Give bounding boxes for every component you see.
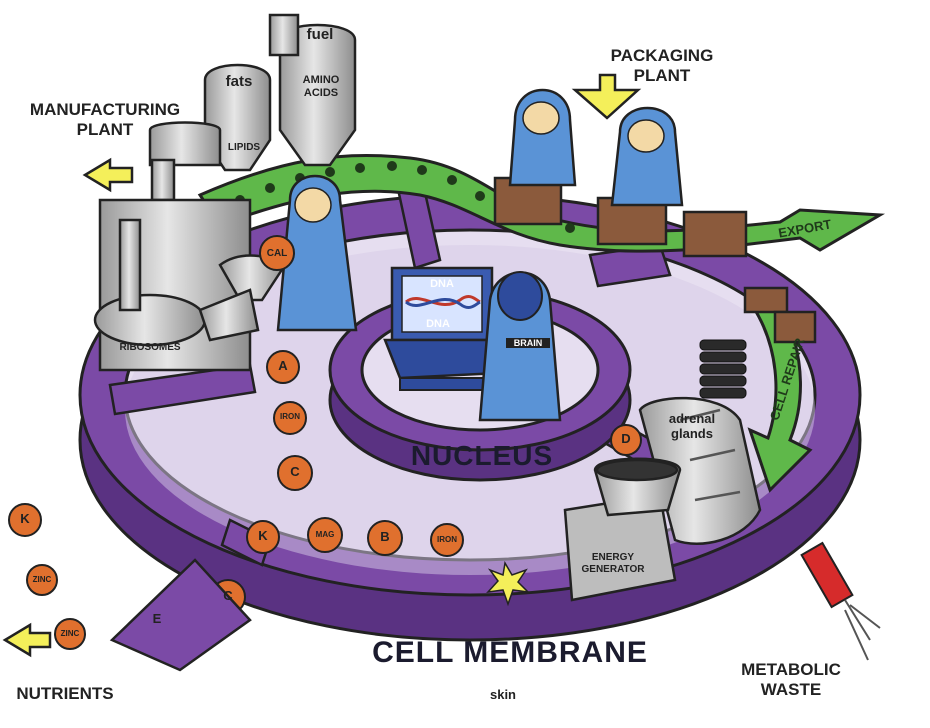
nutrient-ball-label: K (20, 511, 30, 526)
label-fuel: fuel (306, 26, 334, 43)
nutrient-ball-label: E (152, 611, 162, 626)
label-dna-bottom: DNA (426, 318, 450, 330)
label-adrenal-glands: adrenal glands (668, 411, 716, 441)
dna-computer (383, 266, 523, 391)
label-brain: BRAIN (506, 338, 550, 349)
label-ribosomes: RIBOSOMES (119, 342, 181, 353)
nutrient-balls (8, 235, 642, 650)
nutrient-ball-label: IRON (280, 412, 300, 421)
nutrient-ball-label: IRON (437, 535, 457, 544)
worker-faces (294, 101, 665, 223)
label-dna-top: DNA (430, 278, 454, 290)
label-amino-acids: AMINO ACIDS (302, 74, 340, 99)
nutrient-ball-label: CAL (266, 248, 288, 259)
nutrient-ball-label: A (278, 358, 288, 373)
label-fats: fats (225, 73, 253, 90)
yellow-arrows (2, 73, 642, 658)
label-energy-generator: ENERGY GENERATOR (581, 552, 645, 575)
nutrient-ball-label: ZINC (60, 629, 80, 638)
label-packaging-plant: PACKAGING PLANT (610, 46, 714, 85)
nutrient-ball-label: ZINC (32, 575, 52, 584)
coil-spring (699, 339, 747, 399)
label-nucleus: NUCLEUS (410, 440, 554, 471)
nutrient-ball-label: D (621, 431, 631, 446)
label-lipids: LIPIDS (227, 142, 261, 153)
label-metabolic-waste: METABOLIC WASTE (741, 660, 841, 699)
label-manufacturing-plant: MANUFACTURING PLANT (29, 100, 181, 139)
dynamite-icon (800, 541, 881, 661)
label-cell-membrane: CELL MEMBRANE (372, 636, 648, 669)
nutrient-ball-label: MAG (315, 530, 335, 539)
label-nutrients: NUTRIENTS (16, 684, 114, 703)
nutrient-ball-label: C (223, 588, 233, 603)
nutrient-ball-label: K (258, 528, 268, 543)
nutrient-ball-label: C (290, 464, 300, 479)
label-skin: skin (489, 687, 516, 702)
energy-generator (563, 457, 682, 602)
silos (93, 13, 357, 372)
nutrient-ball-label: B (380, 529, 390, 544)
spark-icon (486, 560, 531, 607)
nutrient-gate (109, 558, 252, 672)
